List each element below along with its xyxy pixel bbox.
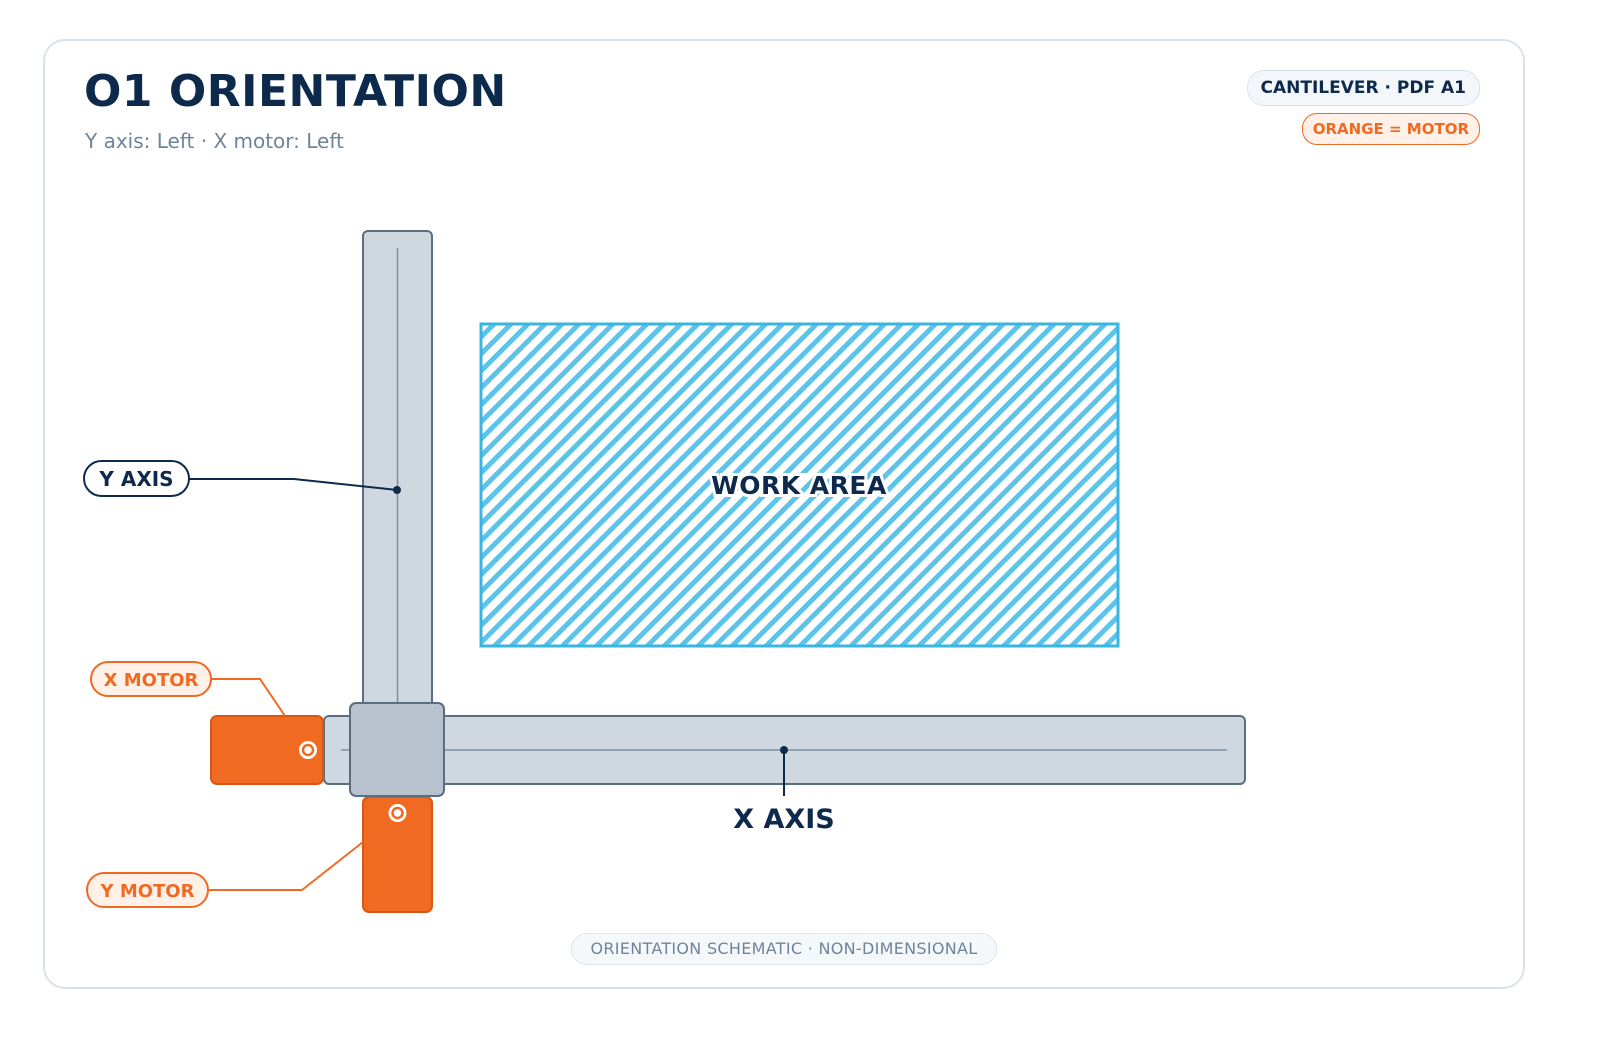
y-motor — [362, 796, 433, 913]
y-motor-label: Y MOTOR — [100, 881, 195, 902]
y-motor-shaft-icon — [388, 804, 407, 822]
x-motor-label: X MOTOR — [104, 670, 199, 691]
page-title: O1 ORIENTATION — [84, 66, 507, 117]
x-axis-label: X AXIS — [733, 804, 834, 835]
work-area-label: WORK AREA — [711, 471, 887, 500]
page-subtitle: Y axis: Left · X motor: Left — [85, 129, 344, 153]
work-area: WORK AREA — [479, 322, 1120, 648]
y-axis-label: Y AXIS — [98, 467, 173, 491]
y-motor-callout: Y MOTOR — [86, 841, 364, 908]
corner-carriage — [349, 702, 445, 797]
x-axis-marker — [780, 746, 788, 754]
x-motor-shaft-icon — [299, 741, 317, 759]
config-badge: CANTILEVER · PDF A1 — [1246, 70, 1480, 106]
work-area-hatch — [479, 322, 1120, 648]
y-axis-marker — [393, 486, 401, 494]
footer-note: ORIENTATION SCHEMATIC · NON-DIMENSIONAL — [571, 933, 997, 965]
y-axis-callout: Y AXIS — [83, 460, 401, 497]
x-axis-callout: X AXIS — [733, 746, 835, 835]
x-motor-callout: X MOTOR — [90, 661, 286, 717]
motor-legend-badge: ORANGE = MOTOR — [1301, 113, 1480, 145]
y-axis-rail — [362, 230, 433, 714]
x-motor — [210, 715, 324, 785]
